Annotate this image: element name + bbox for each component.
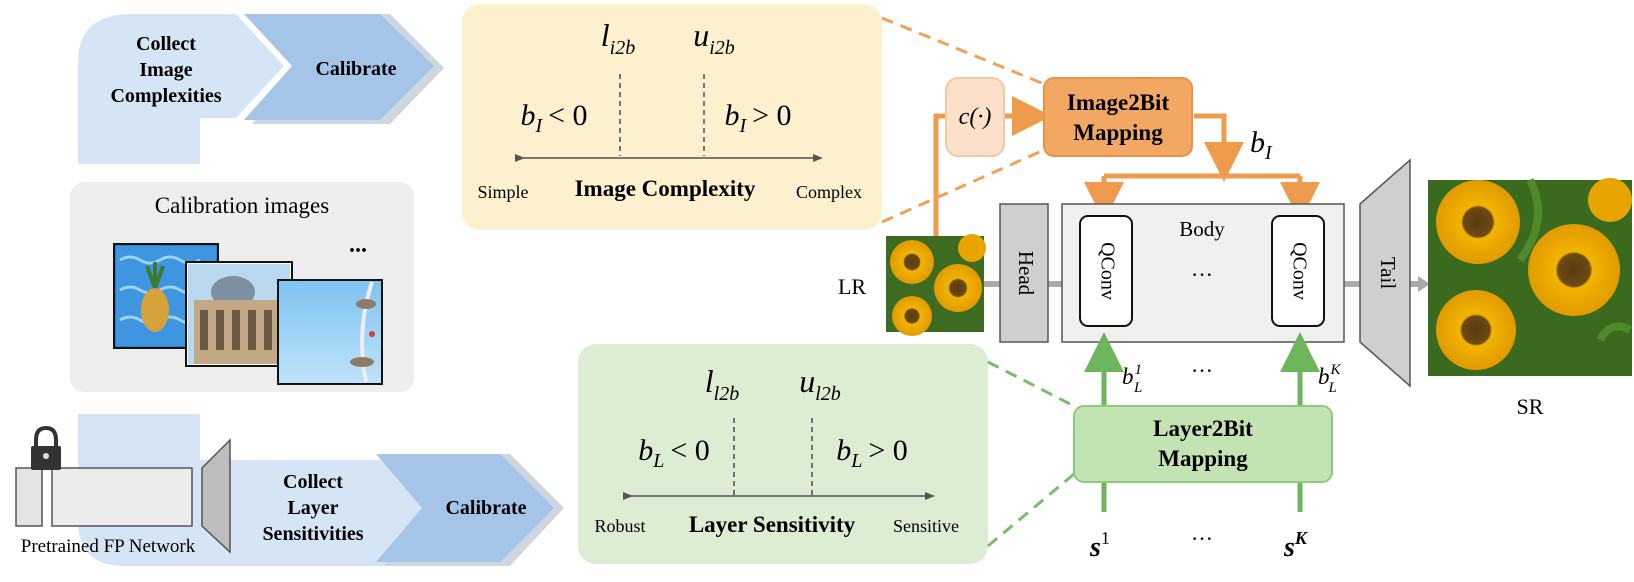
calibration-more-dots: ...	[349, 232, 367, 258]
collect-image-label-2: Image	[139, 59, 192, 81]
pretrained-network-label: Pretrained FP Network	[21, 536, 196, 557]
tail-label: Tail	[1376, 257, 1400, 290]
calib-image-building	[185, 261, 293, 367]
axis-layer-sensitivity: Layer Sensitivity	[689, 512, 856, 537]
calibration-images-title: Calibration images	[155, 193, 329, 218]
lr-image	[886, 234, 986, 336]
s-1-symbol: s1	[1089, 528, 1110, 563]
sr-network: c(·) Image2Bit Mapping bI LR Head Body Q…	[838, 77, 1632, 563]
image2bit-label-2: Mapping	[1073, 120, 1163, 145]
s-k-symbol: sK	[1283, 528, 1309, 563]
calib-image-sky	[277, 279, 383, 385]
image2bit-label-1: Image2Bit	[1067, 90, 1170, 115]
pretrained-network-icon	[15, 425, 231, 554]
layer-sensitivity-panel: ll2b ul2b bL< 0 bL> 0 Robust Layer Sensi…	[578, 344, 988, 564]
image-panel-connector-bottom	[881, 148, 1045, 224]
qconv-last-label: QConv	[1288, 242, 1310, 300]
axis-simple: Simple	[477, 182, 528, 202]
layer-panel-connector-bottom	[987, 472, 1075, 548]
b-l-negative: bL< 0	[638, 434, 710, 472]
collect-image-label-3: Complexities	[110, 85, 221, 107]
qconv-last	[1271, 215, 1325, 327]
l-l2b-label: ll2b	[705, 363, 739, 405]
axis-image-complexity: Image Complexity	[575, 176, 756, 201]
layer2bit-label-1: Layer2Bit	[1153, 416, 1253, 441]
qconv-first-label: QConv	[1096, 242, 1118, 300]
lock-icon	[31, 425, 61, 470]
head-block	[999, 203, 1049, 343]
body-dots: ···	[1191, 262, 1213, 287]
l-i2b-label: li2b	[601, 17, 635, 59]
layer2bit-label-2: Mapping	[1158, 446, 1248, 471]
calibration-images-box: Calibration images ...	[70, 182, 414, 392]
calibrate-bottom-label: Calibrate	[445, 497, 526, 519]
bottom-pipeline: Collect Layer Sensitivities Calibrate Pr…	[15, 414, 564, 566]
b-i-positive: bI> 0	[724, 99, 791, 137]
sr-arrowhead	[1418, 276, 1430, 292]
sr-image	[1428, 178, 1632, 376]
image2bit-to-body-flow	[1194, 113, 1244, 182]
collect-layer-label-2: Layer	[287, 497, 338, 519]
collect-image-arrow	[78, 14, 284, 164]
image-complexity-panel: li2b ui2b bI< 0 bI> 0 Simple Image Compl…	[462, 4, 882, 230]
tail-block	[1359, 158, 1411, 388]
body-label: Body	[1179, 217, 1225, 241]
calibrate-arrow	[244, 14, 434, 120]
head-label: Head	[1014, 251, 1038, 296]
axis-robust: Robust	[594, 516, 645, 536]
layer2bit-mapping-box	[1073, 405, 1333, 483]
image2bit-mapping-box	[1043, 77, 1193, 157]
complexity-function-label: c(·)	[959, 104, 992, 130]
axis-sensitive: Sensitive	[893, 516, 959, 536]
lr-label: LR	[838, 274, 866, 299]
collect-image-label-1: Collect	[136, 33, 196, 55]
calibrate-top-label: Calibrate	[315, 58, 396, 80]
image-panel-connector-top	[881, 16, 1045, 86]
sr-label: SR	[1517, 394, 1544, 419]
bits-dots: ···	[1191, 358, 1213, 383]
u-i2b-label: ui2b	[693, 17, 735, 59]
layer-panel-connector-top	[987, 360, 1075, 408]
b-i-symbol: bI	[1250, 126, 1273, 164]
collect-layer-label-1: Collect	[283, 471, 343, 493]
s-dots: ···	[1191, 526, 1213, 551]
axis-complex: Complex	[796, 182, 862, 202]
collect-layer-arrow	[78, 414, 438, 566]
calibrate-bottom-arrow	[376, 454, 554, 562]
top-pipeline: Collect Image Complexities Calibrate	[78, 14, 444, 164]
u-l2b-label: ul2b	[799, 363, 841, 405]
b-l-positive: bL> 0	[836, 434, 908, 472]
collect-layer-label-3: Sensitivities	[262, 523, 363, 545]
b-i-negative: bI< 0	[520, 99, 587, 137]
complexity-function-box	[945, 77, 1005, 157]
qconv-first	[1079, 215, 1133, 327]
lr-to-c-flow	[933, 113, 946, 236]
